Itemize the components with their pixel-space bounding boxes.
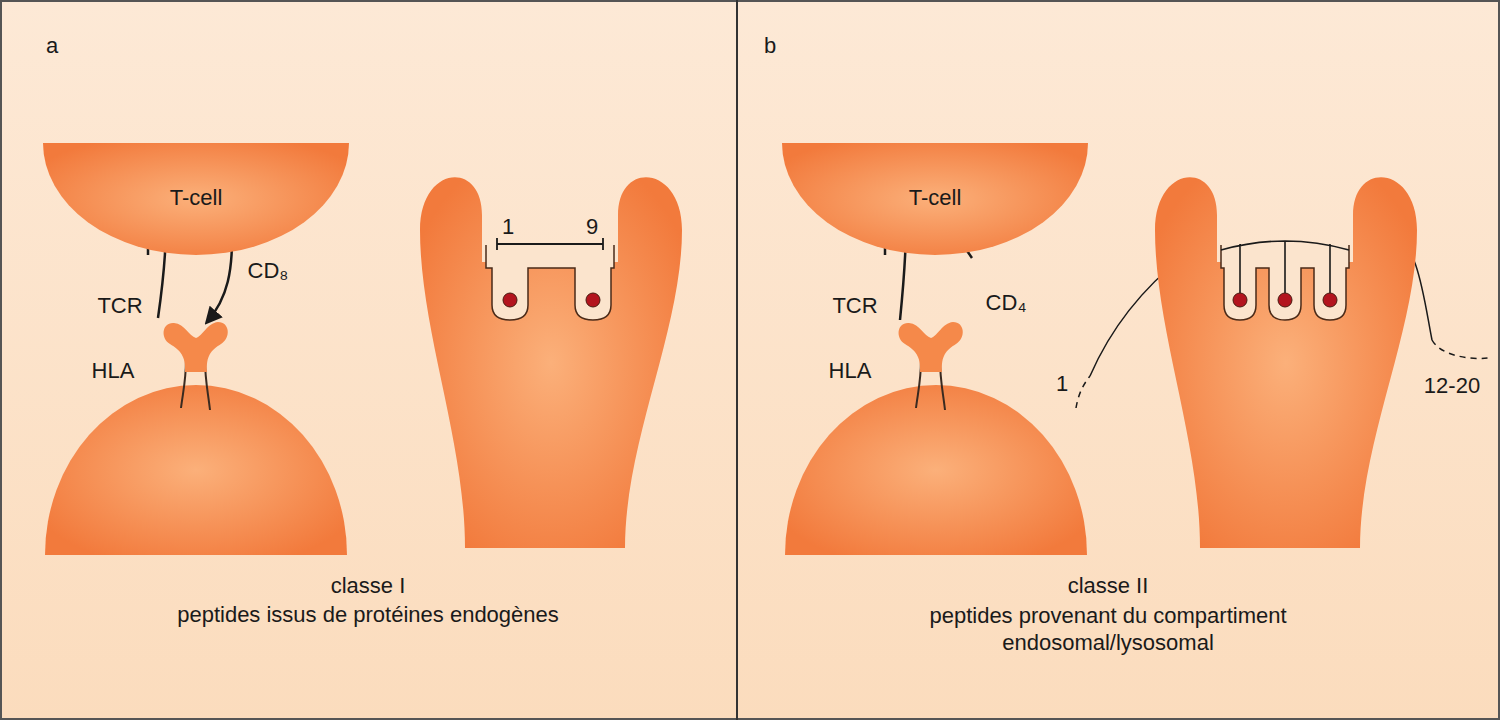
peptide — [497, 238, 603, 250]
receptor-label: TCR — [97, 292, 142, 319]
panel-letter: b — [764, 32, 776, 59]
caption-text: peptides issus de protéines endogènes — [177, 601, 559, 628]
panel-divider — [736, 0, 738, 720]
cell-body — [43, 143, 349, 255]
peptide-end — [1076, 376, 1090, 408]
caption-text: peptides provenant du compartiment endos… — [898, 602, 1318, 656]
caption-heading: classe II — [1068, 572, 1149, 599]
peptide-groove — [486, 245, 614, 320]
cell-body — [782, 143, 1088, 255]
hla-class-ii — [1155, 177, 1417, 548]
t-cell: T-cell — [43, 143, 349, 255]
peptide — [1221, 241, 1349, 293]
panel-letter: a — [46, 32, 58, 59]
anchor-residue — [1323, 293, 1337, 307]
peptide-end — [1432, 340, 1488, 358]
hla-class-i — [420, 177, 682, 548]
receptor-label: TCR — [832, 292, 877, 319]
anchor-residue — [1233, 293, 1247, 307]
receptor-label: CD₈ — [248, 257, 289, 284]
molecule-label: HLA — [92, 357, 135, 384]
hla-molecule — [164, 322, 228, 372]
position-number: 9 — [586, 213, 598, 240]
apc-cell — [45, 385, 347, 555]
position-number: 1 — [1056, 370, 1068, 397]
anchor-residue — [1278, 293, 1292, 307]
anchor-residue — [503, 293, 517, 307]
position-number: 1 — [502, 213, 514, 240]
receptor-label: CD₄ — [986, 289, 1027, 316]
cell-label: T-cell — [170, 185, 223, 211]
molecule-label: HLA — [829, 357, 872, 384]
t-cell: T-cell — [782, 143, 1088, 255]
hla-molecule — [899, 322, 963, 372]
apc-cell — [785, 385, 1087, 555]
anchor-residue — [586, 293, 600, 307]
cell-label: T-cell — [909, 185, 962, 211]
position-number: 12-20 — [1424, 372, 1480, 399]
caption-heading: classe I — [331, 572, 406, 599]
